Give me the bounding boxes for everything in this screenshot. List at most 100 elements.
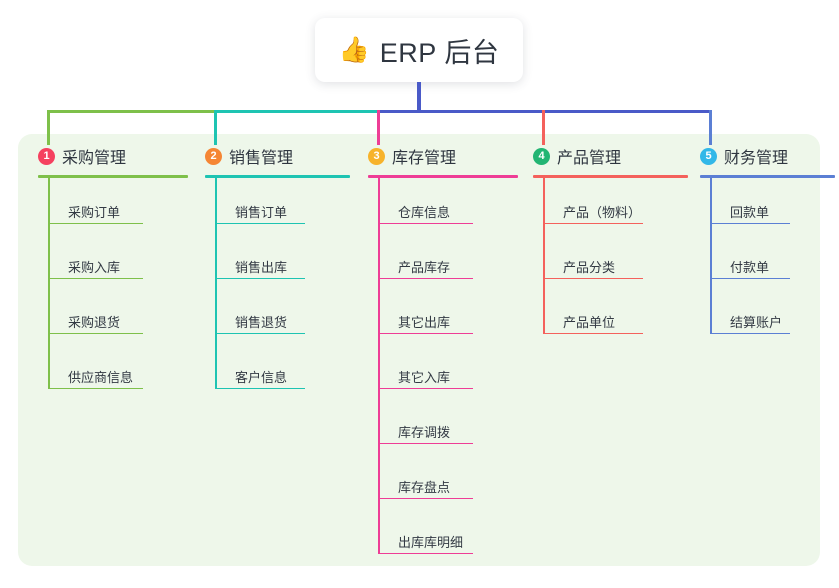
leaf-label: 客户信息 [235,370,288,385]
leaf-item[interactable]: 其它入库 [368,343,518,398]
leaf-underline [215,222,305,224]
leaf-underline [48,222,143,224]
leaf-spine [215,178,217,389]
leaf-underline [378,552,473,554]
branch-header-4[interactable]: 4 产品管理 [533,143,688,169]
leaf-item[interactable]: 采购入库 [38,233,188,288]
drop-stub-4 [542,110,545,145]
rail-segment-1 [48,110,215,113]
leaf-underline [378,332,473,334]
leaf-item[interactable]: 出库库明细 [368,508,518,563]
leaf-underline [710,332,790,334]
leaf-item[interactable]: 库存盘点 [368,453,518,508]
trunk-line [417,82,421,113]
leaf-item[interactable]: 产品（物料） [533,178,688,233]
root-title: ERP 后台 [379,37,500,68]
leaf-label: 销售订单 [235,205,288,220]
leaf-item[interactable]: 回款单 [700,178,835,233]
leaf-item[interactable]: 仓库信息 [368,178,518,233]
leaf-label: 销售出库 [235,260,288,275]
branches-panel [18,134,820,566]
branch-title: 产品管理 [557,150,622,167]
leaf-item[interactable]: 付款单 [700,233,835,288]
leaf-list: 仓库信息产品库存其它出库其它入库库存调拨库存盘点出库库明细 [368,178,518,563]
branch-column-5: 5 财务管理回款单付款单结算账户 [700,143,835,343]
branch-underline [205,175,350,178]
drop-stub-3 [377,110,380,145]
leaf-label: 库存调拨 [398,425,451,440]
leaf-spine [48,178,50,389]
leaf-spine [378,178,380,554]
leaf-list: 销售订单销售出库销售退货客户信息 [205,178,350,398]
leaf-item[interactable]: 产品库存 [368,233,518,288]
leaf-item[interactable]: 客户信息 [205,343,350,398]
branch-index-badge: 4 [533,147,550,165]
thumbs-up-icon: 👍 [338,35,370,64]
leaf-item[interactable]: 销售出库 [205,233,350,288]
leaf-label: 采购退货 [68,315,121,330]
branch-header-3[interactable]: 3 库存管理 [368,143,518,169]
leaf-underline [378,442,473,444]
root-node[interactable]: 👍 ERP 后台 [315,18,523,82]
leaf-label: 产品分类 [563,260,616,275]
leaf-label: 其它出库 [398,315,451,330]
leaf-spine [710,178,712,334]
leaf-underline [215,277,305,279]
leaf-list: 采购订单采购入库采购退货供应商信息 [38,178,188,398]
leaf-label: 其它入库 [398,370,451,385]
leaf-label: 回款单 [730,205,770,220]
branch-underline [368,175,518,178]
leaf-underline [378,387,473,389]
branch-index-badge: 3 [368,147,385,165]
leaf-item[interactable]: 供应商信息 [38,343,188,398]
leaf-item[interactable]: 结算账户 [700,288,835,343]
branch-index-badge: 2 [205,147,222,165]
branch-index-badge: 5 [700,147,717,165]
leaf-label: 库存盘点 [398,480,451,495]
leaf-item[interactable]: 其它出库 [368,288,518,343]
branch-title: 采购管理 [62,150,127,167]
leaf-underline [378,222,473,224]
leaf-underline [48,332,143,334]
leaf-underline [215,332,305,334]
branch-title: 财务管理 [724,150,789,167]
leaf-underline [543,222,643,224]
leaf-spine [543,178,545,334]
leaf-underline [378,277,473,279]
leaf-label: 销售退货 [235,315,288,330]
branch-column-1: 1 采购管理采购订单采购入库采购退货供应商信息 [38,143,188,398]
branch-header-5[interactable]: 5 财务管理 [700,143,835,169]
leaf-label: 采购订单 [68,205,121,220]
leaf-underline [710,277,790,279]
leaf-list: 产品（物料） 产品分类产品单位 [533,178,688,343]
leaf-label: 出库库明细 [398,535,464,550]
branch-underline [533,175,688,178]
leaf-item[interactable]: 库存调拨 [368,398,518,453]
leaf-underline [378,497,473,499]
branch-column-3: 3 库存管理仓库信息产品库存其它出库其它入库库存调拨库存盘点出库库明细 [368,143,518,563]
leaf-label: 结算账户 [730,315,783,330]
leaf-label: 仓库信息 [398,205,451,220]
leaf-item[interactable]: 产品单位 [533,288,688,343]
leaf-item[interactable]: 采购退货 [38,288,188,343]
drop-stub-1 [47,110,50,145]
rail-segment-3 [378,110,712,113]
branch-underline [38,175,188,178]
leaf-item[interactable]: 销售订单 [205,178,350,233]
leaf-underline [48,387,143,389]
leaf-underline [215,387,305,389]
leaf-list: 回款单付款单结算账户 [700,178,835,343]
branch-title: 库存管理 [392,150,457,167]
drop-stub-2 [214,110,217,145]
leaf-item[interactable]: 采购订单 [38,178,188,233]
branch-header-1[interactable]: 1 采购管理 [38,143,188,169]
leaf-label: 采购入库 [68,260,121,275]
leaf-item[interactable]: 产品分类 [533,233,688,288]
leaf-label: 付款单 [730,260,770,275]
branch-index-badge: 1 [38,147,55,165]
leaf-item[interactable]: 销售退货 [205,288,350,343]
drop-stub-5 [709,110,712,145]
